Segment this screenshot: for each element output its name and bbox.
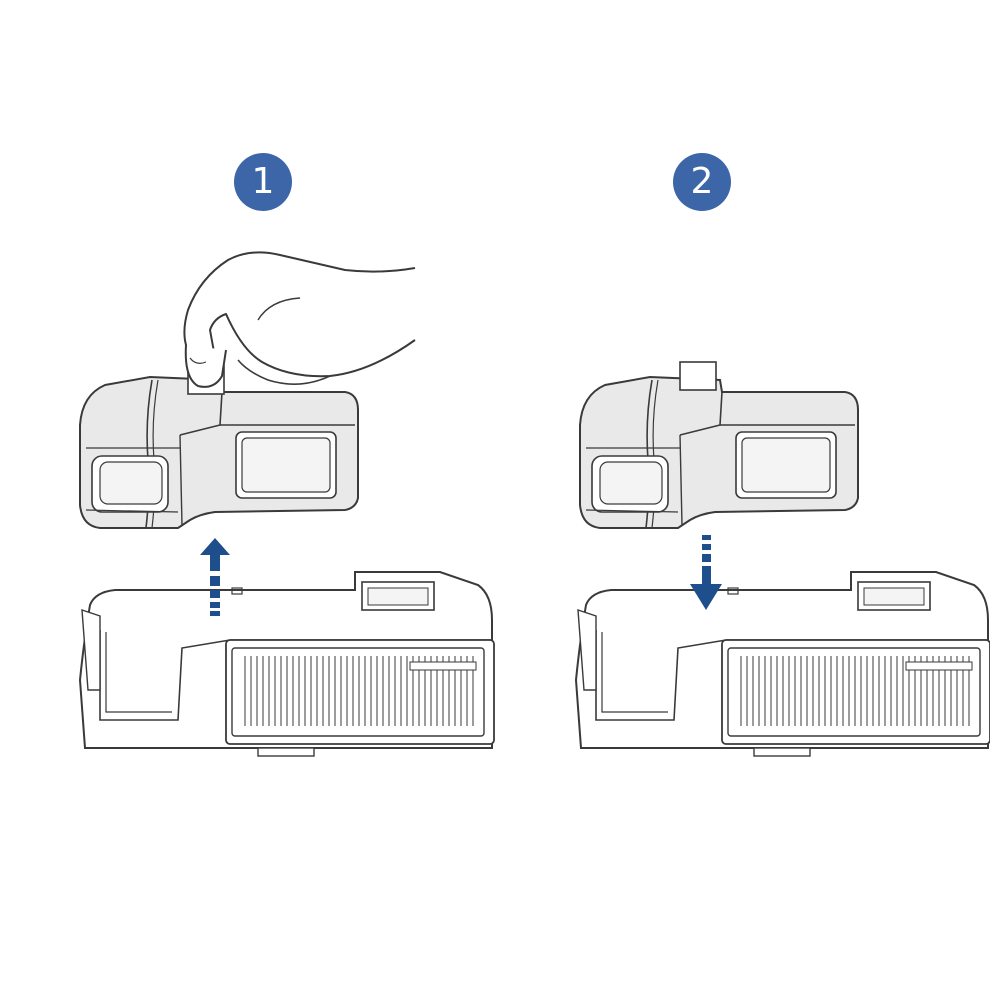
filter-housing-icon: [575, 571, 990, 757]
step-2-badge: 2: [673, 153, 731, 211]
step-1-badge: 1: [234, 153, 292, 211]
step-2-number: 2: [690, 161, 714, 202]
filter-housing-icon: [79, 571, 495, 757]
step-1-number: 1: [251, 161, 275, 202]
down-arrow-icon: [690, 535, 722, 610]
dust-box-icon: [579, 361, 859, 529]
up-arrow-icon: [200, 538, 230, 616]
step-1-group: [79, 251, 495, 757]
dust-box-icon: [79, 365, 359, 529]
hand-icon: [183, 251, 416, 388]
step-2-group: [575, 361, 990, 757]
